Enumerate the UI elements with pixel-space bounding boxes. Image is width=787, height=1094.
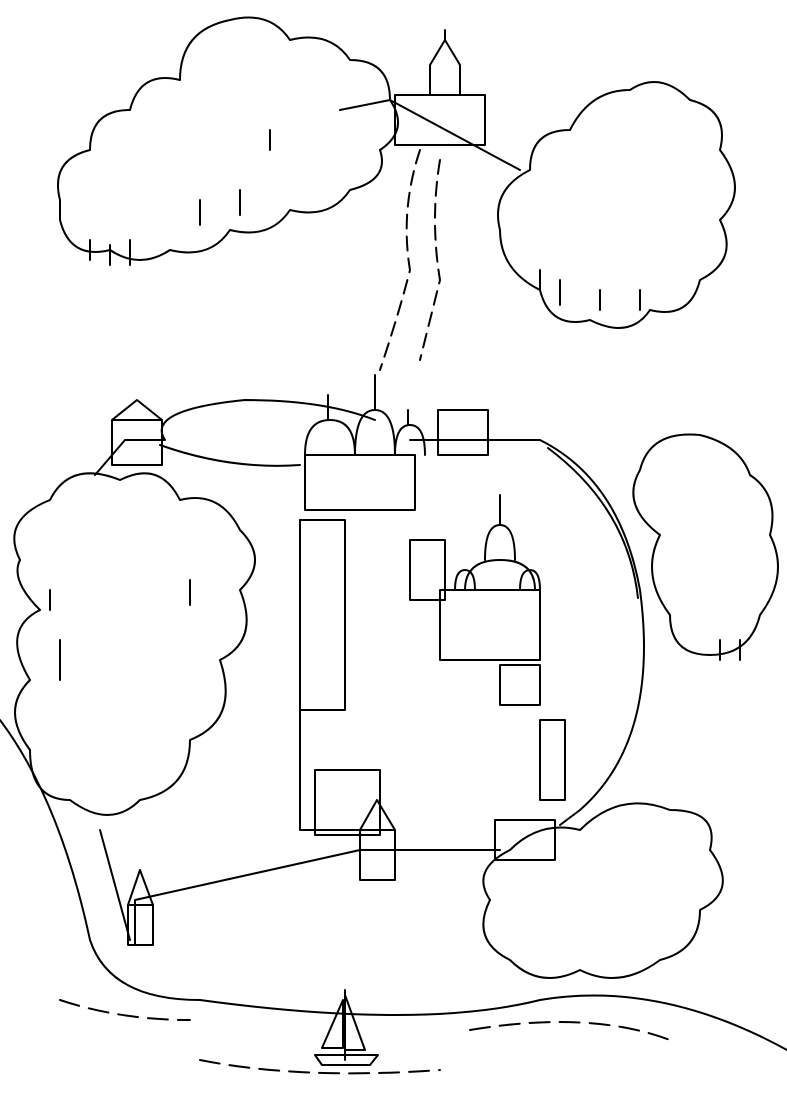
building-bottom-right [495, 820, 555, 860]
monastery-walls [95, 400, 644, 945]
cathedral-main [305, 375, 425, 510]
river [0, 720, 787, 1073]
tree-grove-top-right [498, 82, 735, 328]
sailboat [315, 990, 378, 1065]
tower-top-left [112, 420, 162, 465]
gate-tower [360, 830, 395, 880]
cottage [500, 665, 540, 705]
tower-bottom-left [128, 905, 153, 945]
hilltop-church [340, 30, 520, 170]
hill-path [380, 150, 440, 370]
tree-grove-left [14, 473, 255, 815]
tree-grove-right [633, 434, 778, 660]
tower-top-right [438, 410, 488, 455]
tree-grove-bottom-right [483, 803, 723, 978]
long-building [300, 520, 345, 710]
refectory [315, 770, 380, 835]
small-building [540, 720, 565, 800]
inner-church [410, 495, 540, 660]
